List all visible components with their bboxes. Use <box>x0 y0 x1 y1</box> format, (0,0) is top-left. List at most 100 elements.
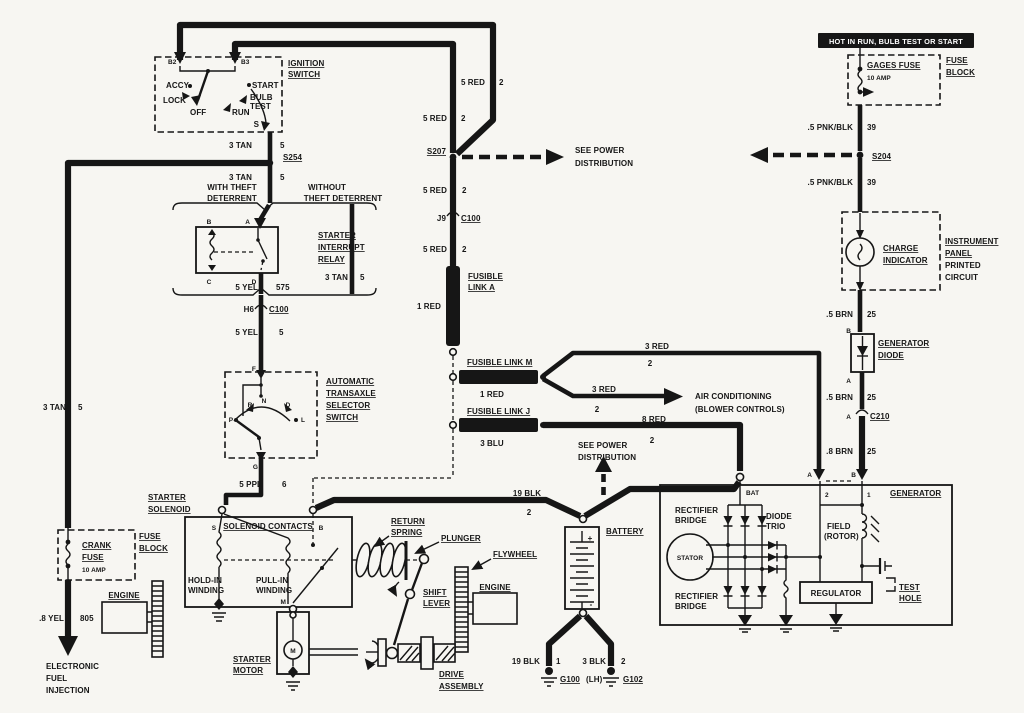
wire-5yel-2: 5 YEL <box>235 328 258 337</box>
pin-a-c210: A <box>846 414 851 421</box>
relay-terminal-a: A <box>245 219 250 226</box>
ignition-title-line1: IGNITION <box>288 59 324 68</box>
wire-pnkblk-2: .5 PNK/BLK <box>808 178 854 187</box>
pos-off: OFF <box>190 108 206 117</box>
terminal-f: F <box>252 366 256 373</box>
efi-3: INJECTION <box>46 686 90 695</box>
pos-start: START <box>252 81 279 90</box>
ground-g102: G102 <box>623 675 643 684</box>
sol-terminal-s: S <box>212 525 217 532</box>
charge-label-2: INDICATOR <box>883 256 928 265</box>
relay-terminal-b: B <box>207 219 212 226</box>
gear-r: R <box>248 402 253 409</box>
transaxle-name-4: SWITCH <box>326 413 358 422</box>
theft-deterrent-section: WITH THEFT DETERRENT WITHOUT THEFT DETER… <box>172 183 382 296</box>
instrument-panel: CHARGE INDICATOR INSTRUMENT PANEL PRINTE… <box>841 211 998 291</box>
fusible-a-1: FUSIBLE <box>468 272 503 281</box>
s254-left-feed: 3 TAN 5 S254 3 TAN 5 3 TAN 5 <box>43 132 303 528</box>
engine-right-label: ENGINE <box>479 583 511 592</box>
starter-interrupt-relay: B A C D STARTER INTERRUPT RELAY 5 YEL 57… <box>195 219 365 294</box>
splice-s254: S254 <box>283 153 303 162</box>
gauge-2-8red: 2 <box>650 436 655 445</box>
efi-1: ELECTRONIC <box>46 662 99 671</box>
with-theft-2: DETERRENT <box>207 194 257 203</box>
ignition-switch: IGNITION SWITCH B2 B3 ACCY LOCK OFF RUN … <box>154 56 324 133</box>
inst-panel-2: PANEL <box>945 249 972 258</box>
inst-panel-4: CIRCUIT <box>945 273 978 282</box>
gages-amp: 10 AMP <box>867 75 891 82</box>
solenoid-contacts-label: SOLENOID CONTACTS <box>223 522 313 531</box>
relay-name-2: INTERRUPT <box>318 243 365 252</box>
gauge-2-inner: 2 <box>461 114 466 123</box>
field-label: FIELD <box>827 522 851 531</box>
fusible-a-2: LINK A <box>468 283 495 292</box>
starter-solenoid: STARTER SOLENOID S B SOLENOID CONTACTS H… <box>148 493 353 622</box>
wire-brn8: .8 BRN <box>826 447 853 456</box>
gauge-2-gnd: 2 <box>621 657 626 666</box>
stator-label: STATOR <box>677 555 703 562</box>
ground-g100-loc: (LH) <box>586 675 603 684</box>
wire-1red-m: 1 RED <box>480 390 504 399</box>
ignition-feed-wires <box>174 21 497 157</box>
gear-p: P <box>229 417 234 424</box>
wire-3red-mid: 3 RED <box>592 385 616 394</box>
connector-c210: C210 <box>870 412 890 421</box>
rotor-label: (ROTOR) <box>824 532 859 541</box>
shift-lever-2: LEVER <box>423 599 450 608</box>
gauge-5-3: 5 <box>360 273 365 282</box>
pin-h6: H6 <box>244 305 255 314</box>
diode-trio-1: DIODE <box>766 512 792 521</box>
see-power-1b: SEE POWER <box>578 441 627 450</box>
motor-m: M <box>290 648 296 655</box>
generator-diode-branch: .5 BRN 25 B GENERATOR DIODE A .5 BRN 25 … <box>807 290 929 482</box>
ignition-title-line2: SWITCH <box>288 70 320 79</box>
terminal-s-ign: S <box>254 120 260 129</box>
s204-splice: S204 .5 PNK/BLK 39 <box>750 147 891 212</box>
wire-5ppl: 5 PPL <box>239 480 262 489</box>
fuse-block-bl-2: BLOCK <box>139 544 168 553</box>
charge-label-1: CHARGE <box>883 244 919 253</box>
gauge-2-top: 2 <box>648 359 653 368</box>
circuit-25-1: 25 <box>867 310 877 319</box>
flywheel-engine: FLYWHEEL ENGINE <box>454 550 537 653</box>
battery-minus: - <box>590 600 593 609</box>
inst-panel-1: INSTRUMENT <box>945 237 998 246</box>
hot-banner: HOT IN RUN, BULB TEST OR START <box>829 37 963 46</box>
test-hole-1: TEST <box>899 583 920 592</box>
gen-terminal-b: B <box>851 472 856 479</box>
hold-in-2: WINDING <box>188 586 224 595</box>
terminal-g: G <box>253 464 258 471</box>
circuit-575: 575 <box>276 283 290 292</box>
connector-c100-a: C100 <box>461 214 481 223</box>
flywheel-label: FLYWHEEL <box>493 550 537 559</box>
sol-terminal-b: B <box>319 525 324 532</box>
wire-3blk-gnd: 3 BLK <box>582 657 606 666</box>
relay-name-3: RELAY <box>318 255 345 264</box>
wire-3red-top: 3 RED <box>645 342 669 351</box>
pos-run: RUN <box>232 108 250 117</box>
gen-terminal-a: A <box>807 472 812 479</box>
wire-3tan-3: 3 TAN <box>325 273 348 282</box>
wire-1red-a: 1 RED <box>417 302 441 311</box>
pos-bulb: BULB <box>250 93 273 102</box>
hold-in-1: HOLD-IN <box>188 576 222 585</box>
c100-connector-mid: H6 C100 5 YEL 5 <box>235 295 289 372</box>
fuse-block-bl-1: FUSE <box>139 532 161 541</box>
wire-3blu: 3 BLU <box>480 439 504 448</box>
gen-pin-2: 2 <box>825 492 829 499</box>
sol-terminal-m: M <box>280 599 286 606</box>
s207-column: 5 RED 2 5 RED 2 S207 SEE POWER DISTRIBUT… <box>423 78 633 266</box>
battery-plus: + <box>588 534 593 543</box>
without-theft-2: THEFT DETERRENT <box>304 194 382 203</box>
drive-assembly-1: DRIVE <box>439 670 465 679</box>
gauge-2-mid: 2 <box>595 405 600 414</box>
wire-3tan-2: 3 TAN <box>229 173 252 182</box>
generator-label: GENERATOR <box>890 489 941 498</box>
transaxle-name-3: SELECTOR <box>326 401 370 410</box>
transaxle-name-1: AUTOMATIC <box>326 377 374 386</box>
crank-fuse-1: CRANK <box>82 541 112 550</box>
gen-diode-1: GENERATOR <box>878 339 929 348</box>
starter-motor-1: STARTER <box>233 655 271 664</box>
